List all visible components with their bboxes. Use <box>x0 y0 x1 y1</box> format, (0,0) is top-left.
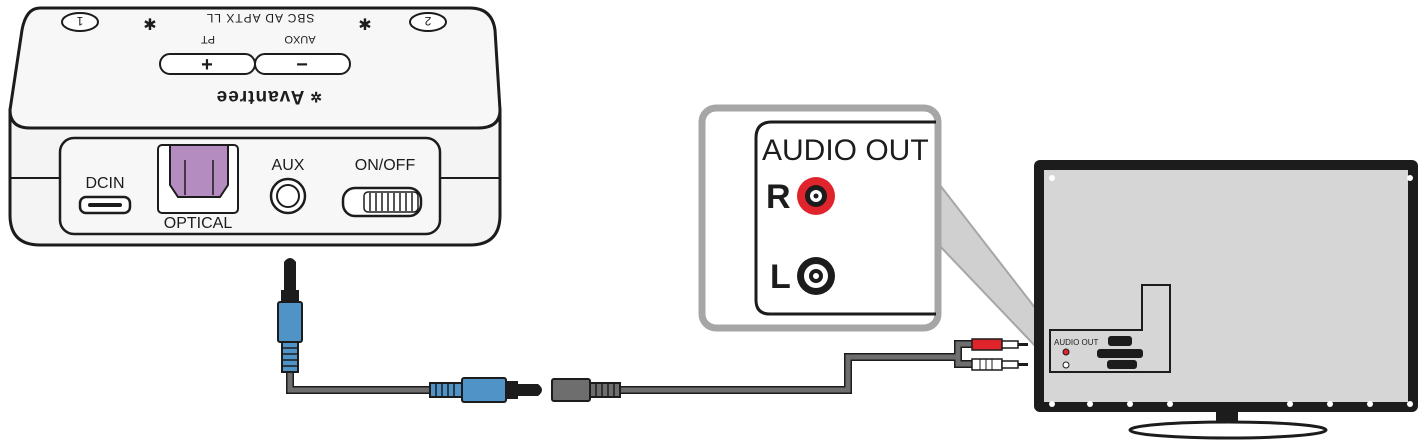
plug-body-blue <box>277 301 303 343</box>
aux-jack-inner <box>276 184 300 208</box>
onoff-label: ON/OFF <box>355 157 416 174</box>
rca-jack-white-icon <box>797 257 835 295</box>
audio-out-callout: AUDIO OUT R L <box>698 104 942 332</box>
tv-rca-jack-red[interactable] <box>1062 348 1070 356</box>
led-1-label: 1 <box>76 14 83 28</box>
aux-label: AUX <box>272 157 305 174</box>
tv-vga-port <box>1108 336 1132 346</box>
dcin-label: DCIN <box>85 175 124 192</box>
led-indicator-1: 1 <box>61 12 99 32</box>
brand-name: Avantree <box>216 86 305 107</box>
power-switch-grip <box>369 193 413 211</box>
brand-mark-icon: ✲ <box>310 89 322 105</box>
volume-button-group: + − <box>159 53 351 76</box>
callout-left-label: L <box>770 258 791 296</box>
pt-label: PT <box>201 33 215 45</box>
tv-audio-out-label: AUDIO OUT <box>1054 338 1099 347</box>
volume-down-button[interactable] <box>254 53 351 75</box>
auxo-label: AUXO <box>284 33 316 45</box>
led-indicator-2: 2 <box>409 12 447 32</box>
led-2-label: 2 <box>424 14 431 28</box>
rca-jack-red-icon <box>797 177 835 215</box>
rca-plug-white <box>971 358 1028 371</box>
callout-title: AUDIO OUT <box>762 134 929 167</box>
aux-plug-horizontal <box>429 377 542 403</box>
tv-screw-dots <box>1049 175 1413 407</box>
aux-adapter-socket <box>551 378 621 402</box>
optical-label: OPTICAL <box>164 215 233 232</box>
bluetooth-transmitter: 1 2 ✱ ✱ SBC AD APTX LL AUXO PT + − Avant… <box>8 6 502 247</box>
tv-port-row <box>1097 349 1143 358</box>
tv-stand-base <box>1128 420 1328 440</box>
callout-panel-edge <box>754 120 936 316</box>
tv-port-row-2 <box>1107 360 1137 369</box>
cable-fill <box>287 341 972 393</box>
optical-plug[interactable] <box>169 144 229 198</box>
codec-labels: SBC AD APTX LL <box>206 11 315 25</box>
tv-rca-jack-white[interactable] <box>1062 361 1070 369</box>
minus-label: − <box>296 54 308 76</box>
television: AUDIO OUT <box>1034 160 1418 440</box>
audio-cable <box>277 258 1028 403</box>
callout-frame <box>698 104 942 332</box>
cable-outline <box>286 340 972 394</box>
bluetooth-icon-left: ✱ <box>143 17 156 34</box>
plus-label: + <box>201 54 213 76</box>
callout-right-label: R <box>766 178 791 216</box>
rca-plug-red <box>971 338 1028 351</box>
dcin-slot <box>88 203 122 207</box>
aux-plug-vertical <box>277 258 303 373</box>
bluetooth-icon-right: ✱ <box>358 17 371 34</box>
power-switch-knob <box>363 191 419 213</box>
brand-logo: Avantree ✲ <box>216 86 322 107</box>
